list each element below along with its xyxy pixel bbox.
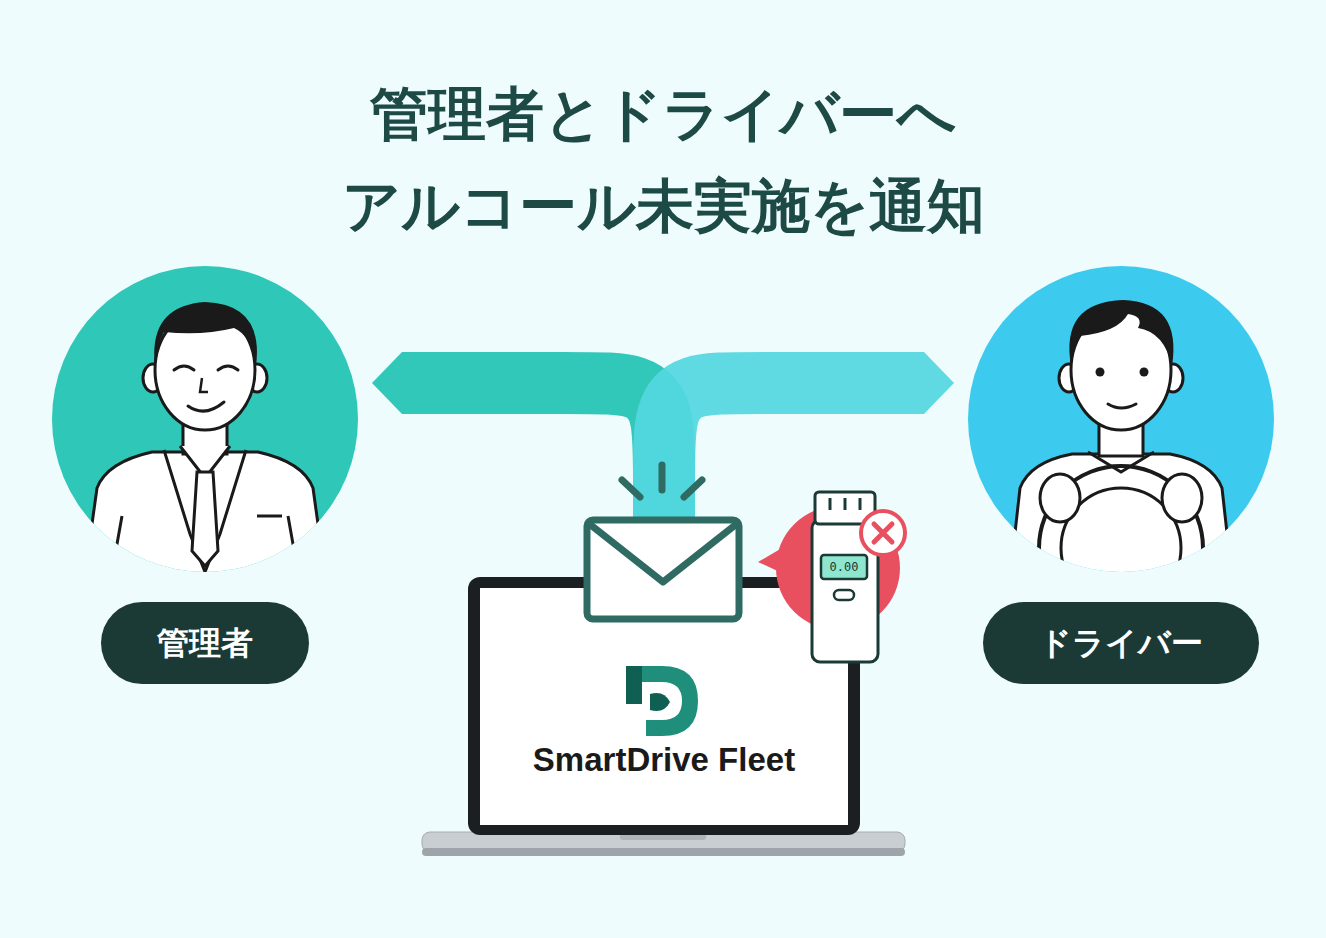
manager-figure xyxy=(52,266,358,572)
role-label: ドライバー xyxy=(983,602,1259,684)
manager-figure-part xyxy=(192,472,218,566)
arrow-head xyxy=(924,352,954,414)
envelope-part xyxy=(622,480,640,497)
driver-figure-part xyxy=(1069,300,1173,366)
driver-figure-part xyxy=(1140,368,1149,377)
role-label: 管理者 xyxy=(101,602,309,684)
breathalyzer-part xyxy=(859,498,862,510)
laptop-part xyxy=(422,848,905,856)
logo-icon-part xyxy=(626,666,698,736)
driver-figure-part xyxy=(1108,404,1136,408)
logo-icon-part xyxy=(626,666,642,704)
logo-icon xyxy=(624,664,704,738)
app-name: SmartDrive Fleet xyxy=(480,740,848,780)
driver-figure-part xyxy=(1162,474,1202,522)
app-screen: SmartDrive Fleet xyxy=(480,588,848,825)
breathalyzer-part xyxy=(821,555,867,579)
person-node: 管理者 xyxy=(52,266,358,684)
breathalyzer-part xyxy=(874,524,892,542)
driver-figure xyxy=(968,266,1274,572)
laptop-part xyxy=(480,588,848,825)
manager-figure-part xyxy=(154,302,257,366)
avatar-circle xyxy=(52,266,358,572)
manager-figure-part xyxy=(200,378,208,392)
envelope-part xyxy=(659,465,666,490)
manager-figure-part xyxy=(112,516,298,572)
person-node: ドライバー xyxy=(968,266,1274,684)
manager-figure-part xyxy=(174,366,238,411)
driver-figure-part xyxy=(1040,474,1080,522)
breathalyzer-part xyxy=(861,511,905,555)
envelope-part xyxy=(592,526,734,582)
logo-icon-part xyxy=(650,693,670,711)
title: 管理者とドライバーへ アルコール未実施を通知 xyxy=(213,68,1113,252)
envelope xyxy=(587,465,739,619)
breathalyzer-part xyxy=(829,498,832,510)
breathalyzer-part xyxy=(834,590,854,600)
breathalyzer xyxy=(758,492,905,662)
breathalyzer-part xyxy=(844,498,847,510)
envelope-part xyxy=(587,520,739,619)
breathalyzer-part xyxy=(758,548,784,574)
arrow-head xyxy=(372,352,402,414)
envelope-part xyxy=(684,480,702,497)
driver-figure-part xyxy=(1039,466,1203,572)
display-reading: 0.00 xyxy=(821,557,867,577)
avatar-circle xyxy=(968,266,1274,572)
driver-figure-part xyxy=(1096,368,1105,377)
